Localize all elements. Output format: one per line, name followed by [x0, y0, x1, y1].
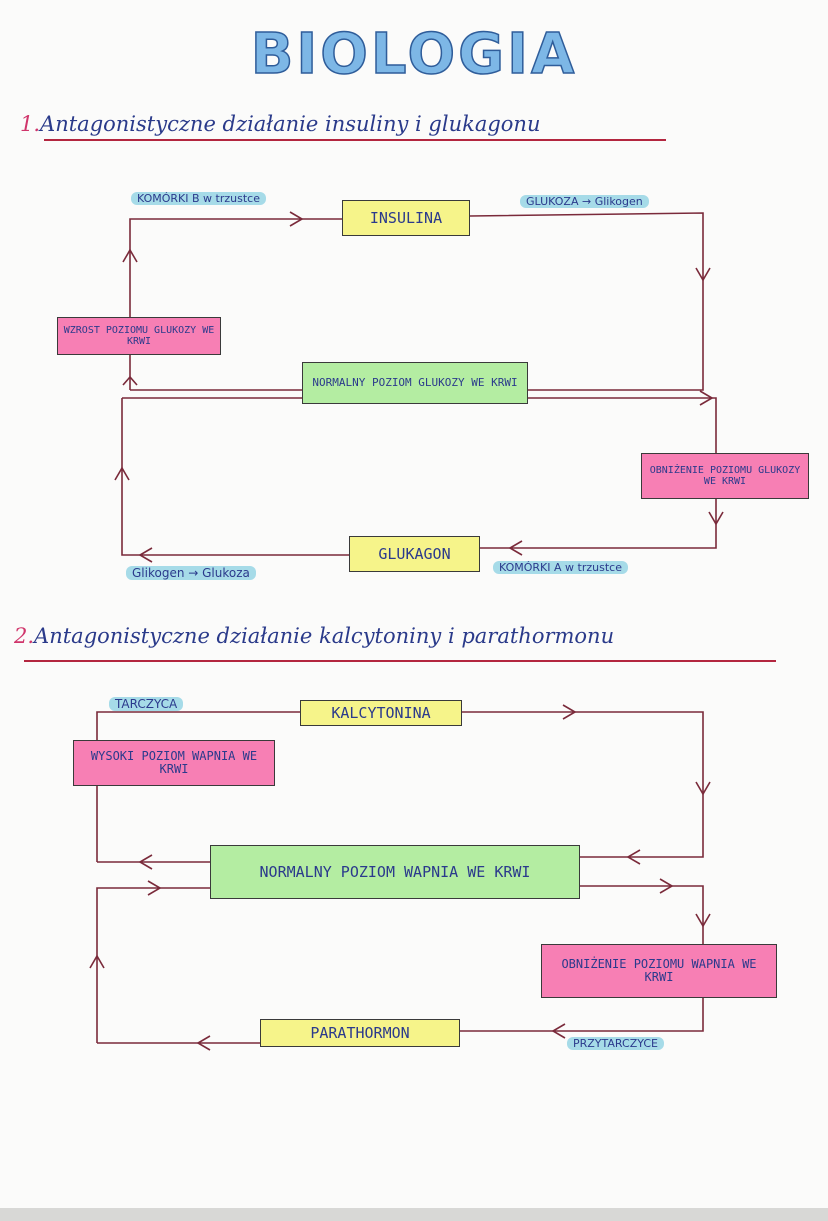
glucose-decrease-box: OBNIŻENIE POZIOMU GLUKOZY WE KRWI: [641, 453, 809, 499]
calcitonin-box: KALCYTONINA: [300, 700, 462, 726]
page-bottom-edge: [0, 1208, 828, 1221]
normal-glucose-box: NORMALNY POZIOM GLUKOZY WE KRWI: [302, 362, 528, 404]
normal-calcium-box: NORMALNY POZIOM WAPNIA WE KRWI: [210, 845, 580, 899]
glycogen-to-glucose-label: Glikogen → Glukoza: [126, 566, 256, 580]
glucagon-box: GLUKAGON: [349, 536, 480, 572]
beta-cells-label: KOMÓRKI B w trzustce: [131, 192, 266, 205]
section1-heading-text: Antagonistyczne działanie insuliny i glu…: [40, 112, 541, 136]
parathormone-box: PARATHORMON: [260, 1019, 460, 1047]
section2-heading-text: Antagonistyczne działanie kalcytoniny i …: [34, 624, 615, 648]
section1-underline: [44, 139, 666, 141]
section2-number: 2.: [14, 624, 35, 648]
section1-number: 1.: [20, 112, 41, 136]
glucose-to-glycogen-label: GLUKOZA → Glikogen: [520, 195, 649, 208]
thyroid-label: TARCZYCA: [109, 697, 184, 711]
parathyroid-label: PRZYTARCZYCE: [567, 1037, 664, 1050]
alpha-cells-label: KOMÓRKI A w trzustce: [493, 561, 628, 574]
section2-underline: [24, 660, 776, 662]
low-calcium-box: OBNIŻENIE POZIOMU WAPNIA WE KRWI: [541, 944, 777, 998]
section1-heading: 1.Antagonistyczne działanie insuliny i g…: [20, 112, 540, 136]
insulin-box: INSULINA: [342, 200, 470, 236]
section2-heading: 2.Antagonistyczne działanie kalcytoniny …: [14, 624, 614, 648]
page-title: BIOLOGIA: [250, 21, 578, 88]
glucose-increase-box: WZROST POZIOMU GLUKOZY WE KRWI: [57, 317, 221, 355]
high-calcium-box: WYSOKI POZIOM WAPNIA WE KRWI: [73, 740, 275, 786]
